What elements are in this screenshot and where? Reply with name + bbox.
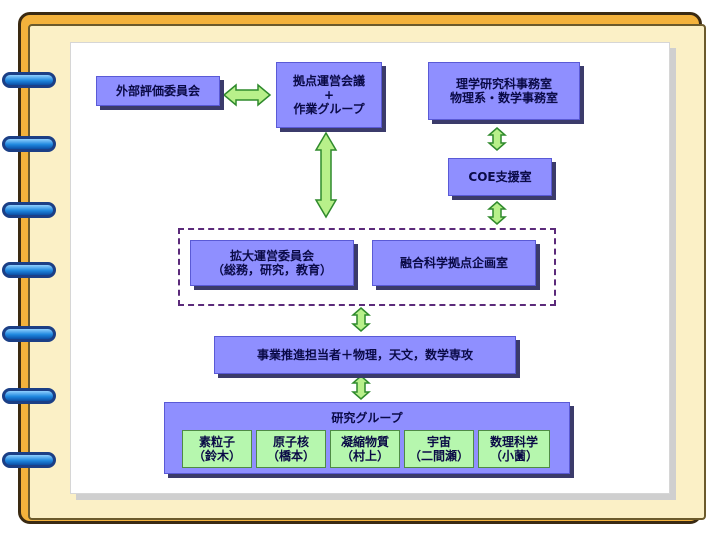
double-arrow-icon xyxy=(351,375,371,400)
double-arrow-icon xyxy=(487,201,507,225)
hub-line-3: 作業グループ xyxy=(293,102,365,116)
double-arrow-icon xyxy=(314,131,338,219)
binder-ring-icon xyxy=(2,72,56,88)
group-name: 凝縮物質 xyxy=(340,435,389,449)
research-group-nuclear: 原子核 （橋本） xyxy=(256,430,326,468)
research-group-title: 研究グループ xyxy=(331,411,403,425)
office-line-1: 理学研究科事務室 xyxy=(455,77,552,91)
project-promoter-label: 事業推進担当者＋物理，天文，数学専攻 xyxy=(256,348,473,362)
research-group-condensed-matter: 凝縮物質 （村上） xyxy=(330,430,400,468)
double-arrow-icon xyxy=(487,127,507,151)
expanded-line-1: 拡大運営委員会 xyxy=(229,249,314,263)
group-name: 原子核 xyxy=(272,435,309,449)
binder-ring-icon xyxy=(2,202,56,218)
project-promoter-box: 事業推進担当者＋物理，天文，数学専攻 xyxy=(214,336,516,374)
group-leader: （二間瀬） xyxy=(408,449,469,463)
fusion-science-planning-box: 融合科学拠点企画室 xyxy=(372,240,536,286)
group-leader: （橋本） xyxy=(266,449,315,463)
group-name: 数理科学 xyxy=(489,435,538,449)
binder-ring-icon xyxy=(2,326,56,342)
external-evaluation-committee-label: 外部評価委員会 xyxy=(115,84,200,98)
group-leader: （鈴木） xyxy=(192,449,241,463)
hub-management-meeting-box: 拠点運営会議 + 作業グループ xyxy=(276,62,382,128)
group-leader: （村上） xyxy=(340,449,389,463)
expanded-committee-box: 拡大運営委員会 （総務，研究，教育） xyxy=(190,240,354,286)
dashed-group-frame xyxy=(178,228,556,306)
research-group-mathematical-science: 数理科学 （小薗） xyxy=(478,430,550,468)
binder-ring-icon xyxy=(2,452,56,468)
binder-ring-icon xyxy=(2,388,56,404)
double-arrow-icon xyxy=(222,83,272,107)
binder-ring-icon xyxy=(2,136,56,152)
group-name: 宇宙 xyxy=(426,435,451,449)
expanded-line-2: （総務，研究，教育） xyxy=(211,263,332,277)
office-line-2: 物理系・数学事務室 xyxy=(449,91,558,105)
coe-support-office-box: COE支援室 xyxy=(448,158,552,196)
external-evaluation-committee-box: 外部評価委員会 xyxy=(96,76,220,106)
hub-line-2: + xyxy=(323,88,335,102)
research-group-cosmology: 宇宙 （二間瀬） xyxy=(404,430,474,468)
group-leader: （小薗） xyxy=(489,449,538,463)
binder-ring-icon xyxy=(2,262,56,278)
double-arrow-icon xyxy=(351,307,371,332)
hub-line-1: 拠点運営会議 xyxy=(292,74,365,88)
fusion-science-planning-label: 融合科学拠点企画室 xyxy=(399,256,508,270)
group-name: 素粒子 xyxy=(198,435,235,449)
research-group-particle: 素粒子 （鈴木） xyxy=(182,430,252,468)
coe-support-office-label: COE支援室 xyxy=(468,170,532,184)
science-office-box: 理学研究科事務室 物理系・数学事務室 xyxy=(428,62,580,120)
